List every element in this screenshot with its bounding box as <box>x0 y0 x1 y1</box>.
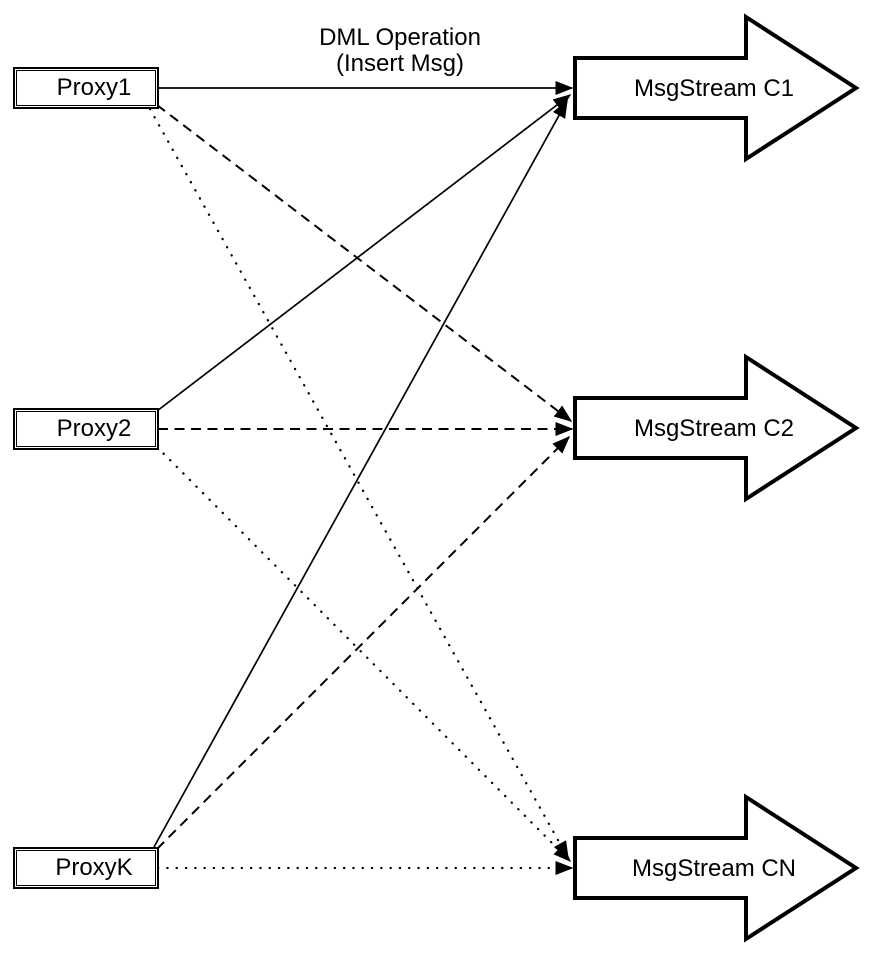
proxy1-node: Proxy1 <box>13 67 159 109</box>
proxy1-label: Proxy1 <box>56 74 132 101</box>
edge-proxy1-to-c2 <box>156 104 573 422</box>
edge-annotation-line2: (Insert Msg) <box>335 50 464 77</box>
msgstream-c1-arrow-shape <box>573 13 860 163</box>
msgstream-cn-label: MsgStream CN <box>632 855 796 882</box>
edge-proxyk-to-c1 <box>153 99 568 848</box>
edge-annotation-line1: DML Operation <box>319 24 481 51</box>
edge-proxy2-to-cn <box>155 445 572 863</box>
msgstream-c2-label: MsgStream C2 <box>634 415 794 442</box>
msgstream-c2-arrow-shape <box>573 353 860 503</box>
proxy2-node: Proxy2 <box>13 408 159 450</box>
edge-annotation: DML Operation (Insert Msg) <box>285 25 515 77</box>
edge-proxyk-to-c2 <box>156 435 571 850</box>
edge-proxy1-to-cn <box>148 107 570 860</box>
proxy2-label: Proxy2 <box>56 415 132 442</box>
msgstream-c1-label: MsgStream C1 <box>634 75 794 102</box>
proxyk-node: ProxyK <box>13 847 159 889</box>
msgstream-cn-arrow-shape <box>573 793 860 943</box>
edge-proxy2-to-c1 <box>156 94 572 412</box>
proxyk-label: ProxyK <box>55 854 133 881</box>
